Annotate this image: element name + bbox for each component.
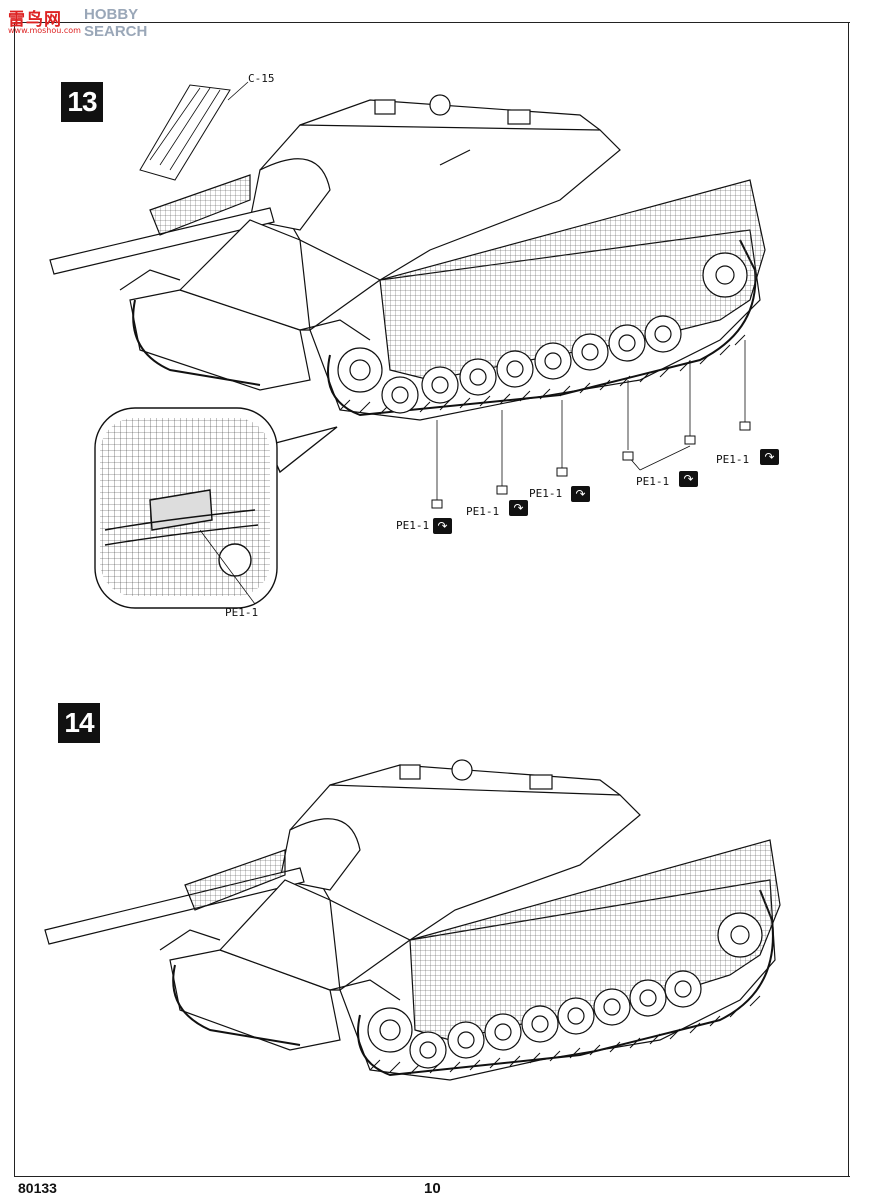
step13-pe-brackets xyxy=(431,421,751,509)
page-frame-top xyxy=(14,22,850,23)
step13-vehicle-drawing xyxy=(49,81,766,421)
watermark-chinese: 雷鸟网 xyxy=(8,10,62,30)
page-number: 10 xyxy=(424,1180,441,1197)
page-frame-left xyxy=(14,22,15,1177)
part-label-c15: C-15 xyxy=(248,72,275,85)
bend-icon-2: ↷ xyxy=(509,500,528,516)
watermark-url: www.moshou.com xyxy=(8,26,81,35)
detail-part-label: PE1-1 xyxy=(225,606,259,619)
pe-label-3: PE1-1 xyxy=(529,487,563,500)
bend-icon-3: ↷ xyxy=(571,486,590,502)
site-watermark: 雷鸟网 HOBBY SEARCH www.moshou.com xyxy=(4,2,174,40)
step-13-badge: 13 xyxy=(61,82,103,122)
bend-icon-5: ↷ xyxy=(760,449,779,465)
bend-icon-4: ↷ xyxy=(679,471,698,487)
step-14-badge: 14 xyxy=(58,703,100,743)
page-frame-bottom xyxy=(14,1176,850,1177)
page-frame-right xyxy=(848,22,849,1177)
pe-label-2: PE1-1 xyxy=(466,505,500,518)
step13-detail-callout xyxy=(94,407,338,609)
kit-number: 80133 xyxy=(18,1180,57,1196)
pe-label-4: PE1-1 xyxy=(636,475,670,488)
step13-pe-leaders xyxy=(436,340,746,500)
pe-label-5: PE1-1 xyxy=(716,453,750,466)
pe-label-1: PE1-1 xyxy=(396,519,430,532)
watermark-search: HOBBY SEARCH xyxy=(84,6,148,40)
step14-vehicle-drawing xyxy=(44,759,781,1081)
bend-icon-1: ↷ xyxy=(433,518,452,534)
